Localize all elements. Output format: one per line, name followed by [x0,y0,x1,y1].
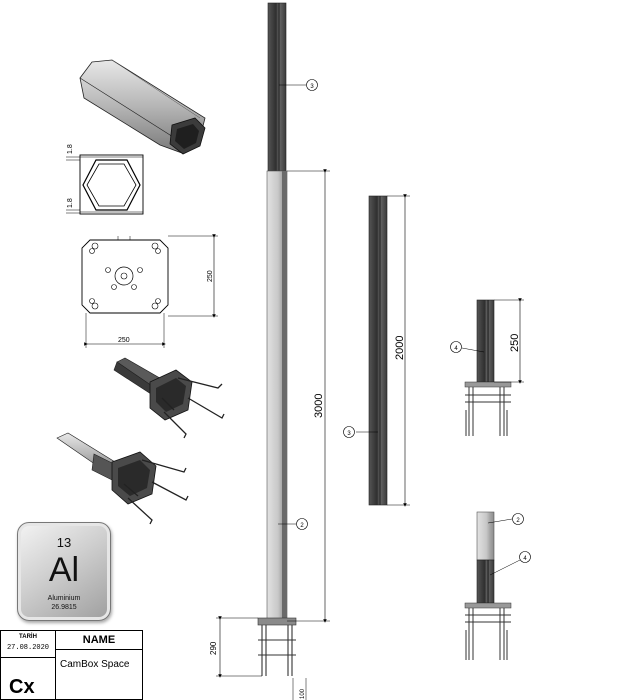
tube-length-label: 2000 [394,336,406,360]
sleeve-length-label: 250 [509,334,521,352]
name-header: NAME [82,634,116,646]
pole-length-label: 3000 [313,394,325,418]
atomic-mass: 26.9815 [51,604,77,611]
isometric-tube-view [79,59,206,155]
profile-thickness-top-label: 1.8 [67,144,74,154]
main-pole-assembly: 3000 290 100 3 2 [209,2,330,700]
baseplate-height-label: 250 [207,270,214,282]
name-header-cell: NAME [55,630,143,650]
detail-sleeve-base-upper: 250 4 [450,298,524,436]
profile-thickness-bottom-label: 1.8 [67,198,74,208]
standalone-tube-view: 2000 3 [343,194,410,507]
callout-pole-lower: 2 [300,523,304,529]
element-symbol: Al [48,551,80,589]
callout-tube-standalone: 3 [347,431,351,437]
baseplate-top-view: 250 250 [81,234,218,348]
base-offset-label: 100 [300,688,306,699]
callout-detail-lower-mid: 4 [523,556,527,562]
date-label: TARİH [19,634,37,640]
aluminium-element-tile: 13 Al Aluminium 26.9815 [17,522,111,621]
baseplate-width-label: 250 [118,337,130,344]
hex-profile-section: 1.8 1.8 [66,144,144,215]
drawing-code: Cx [9,676,35,698]
isometric-base-assembly-2 [56,432,189,525]
callout-detail-lower-upper: 2 [516,518,520,524]
callout-tube-top: 3 [310,84,314,90]
date-value: 27.08.2020 [6,644,49,652]
project-name: CamBox Space [60,659,130,670]
detail-pole-sleeve-lower: 2 4 [464,511,531,660]
code-cell: Cx [0,657,56,700]
callout-sleeve-upper: 4 [454,346,458,352]
base-height-label: 290 [209,641,218,655]
element-name: Aluminium [47,595,81,602]
isometric-base-assembly-1 [113,357,225,439]
date-cell: TARİH 27.08.2020 [0,630,56,658]
name-cell: CamBox Space [55,649,143,700]
atomic-number: 13 [56,535,72,550]
